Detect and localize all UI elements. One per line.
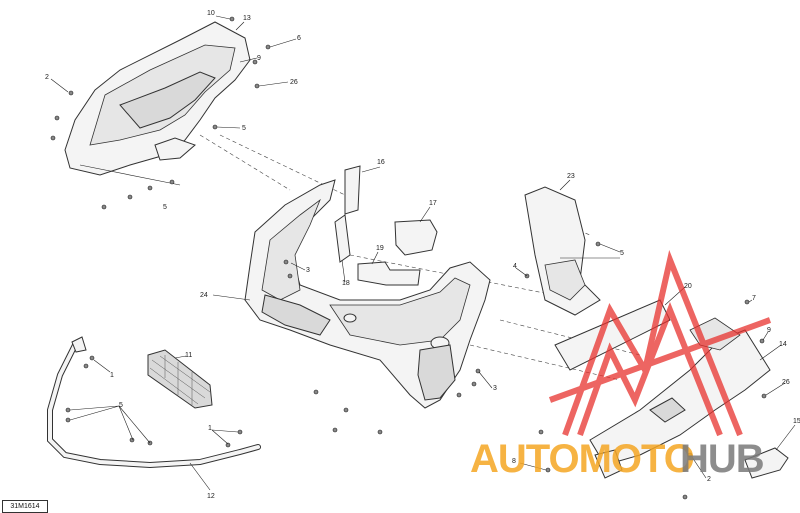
foam-block <box>334 165 438 286</box>
upper-air-deflector <box>64 21 251 186</box>
tube-guard <box>47 336 261 469</box>
callout-label: 17 <box>429 200 437 207</box>
diagram-reference-code: 31M1614 <box>2 500 48 513</box>
callout-label: 5 <box>242 125 246 132</box>
callout-label: 19 <box>376 245 384 252</box>
callout-label: 7 <box>752 295 756 302</box>
callout-label: 5 <box>620 250 624 257</box>
callout-label: 10 <box>207 10 215 17</box>
callout-label: 12 <box>207 493 215 500</box>
callout-label: 23 <box>567 173 575 180</box>
callout-label: 3 <box>493 385 497 392</box>
callout-label: 11 <box>185 352 192 359</box>
callout-label: 5 <box>163 204 167 211</box>
callout-label: 14 <box>779 341 787 348</box>
callout-label: 15 <box>793 418 800 425</box>
callout-label: 20 <box>684 283 692 290</box>
callout-label: 1 <box>110 372 114 379</box>
callout-label: 4 <box>513 263 517 270</box>
callout-label: 3 <box>306 267 310 274</box>
callout-label: 9 <box>257 55 261 62</box>
callout-label: 1 <box>208 425 212 432</box>
callout-label: 8 <box>512 458 516 465</box>
small-bracket <box>744 447 789 479</box>
callout-label: 2 <box>707 476 711 483</box>
callout-label: 5 <box>119 402 123 409</box>
bumper <box>244 179 491 409</box>
callout-label: 16 <box>377 159 385 166</box>
mesh-grille <box>147 349 213 409</box>
callout-label: 13 <box>243 15 251 22</box>
side-panel <box>524 186 601 316</box>
callout-label: 18 <box>342 280 350 287</box>
callout-label: 24 <box>200 292 208 299</box>
callout-label: 6 <box>297 35 301 42</box>
callout-label: 26 <box>782 379 790 386</box>
callout-label: 2 <box>45 74 49 81</box>
callout-label: 9 <box>767 327 771 334</box>
callout-label: 26 <box>290 79 298 86</box>
